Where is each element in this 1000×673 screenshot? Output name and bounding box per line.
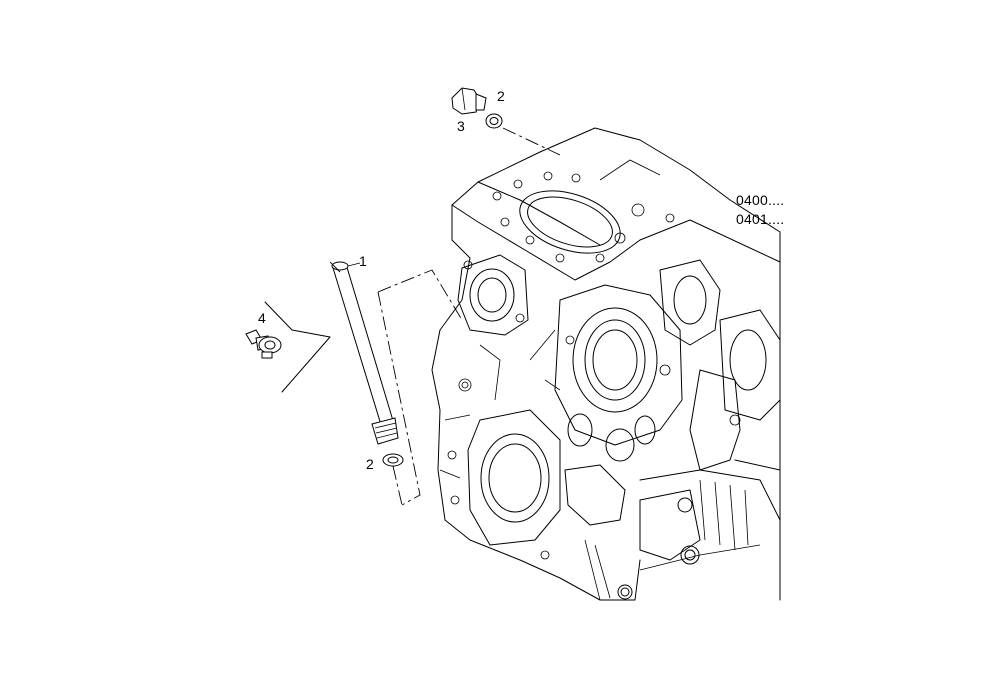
assembly-lines (264, 127, 561, 506)
washer-drawing (382, 453, 404, 467)
screw-clamp-drawing (245, 329, 282, 359)
callout-item-4: 4 (258, 310, 266, 326)
callout-item-2-top: 2 (497, 88, 505, 104)
plug-drawing (451, 87, 487, 115)
callout-item-3: 3 (457, 118, 465, 134)
reference-code: 0400.... (736, 192, 785, 208)
callout-item-1: 1 (359, 253, 367, 269)
engine-block-drawing (431, 127, 781, 601)
reference-code: 0401.... (736, 211, 785, 227)
washer-drawing (485, 113, 503, 129)
callout-item-2-bottom: 2 (366, 456, 374, 472)
dipstick-tube-drawing (331, 261, 399, 445)
